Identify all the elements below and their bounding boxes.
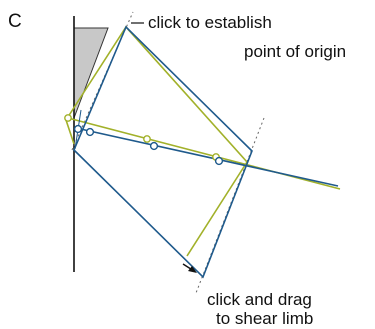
- panel-label: C: [8, 11, 22, 32]
- origin-annotation-line1: click to establish: [148, 13, 272, 32]
- blue-point-2[interactable]: [85, 127, 95, 137]
- blue-point-4[interactable]: [214, 156, 224, 166]
- shear-annotation-line2: to shear limb: [216, 309, 314, 328]
- olive-point-2: [143, 135, 151, 143]
- shear-annotation-line1: click and drag: [207, 290, 312, 309]
- gray-wedge: [73, 27, 109, 119]
- blue-limb-outline: [73, 25, 253, 279]
- olive-limb-outline: [65, 25, 249, 257]
- olive-inner-edge: [65, 119, 75, 145]
- blue-point-1[interactable]: [73, 124, 83, 134]
- blue-axis-line: [75, 127, 339, 187]
- olive-axis-line: [67, 117, 341, 190]
- origin-annotation-line2: point of origin: [244, 42, 347, 61]
- olive-point-1: [64, 114, 72, 122]
- drag-arrow-icon: [182, 263, 197, 273]
- blue-point-3[interactable]: [149, 141, 159, 151]
